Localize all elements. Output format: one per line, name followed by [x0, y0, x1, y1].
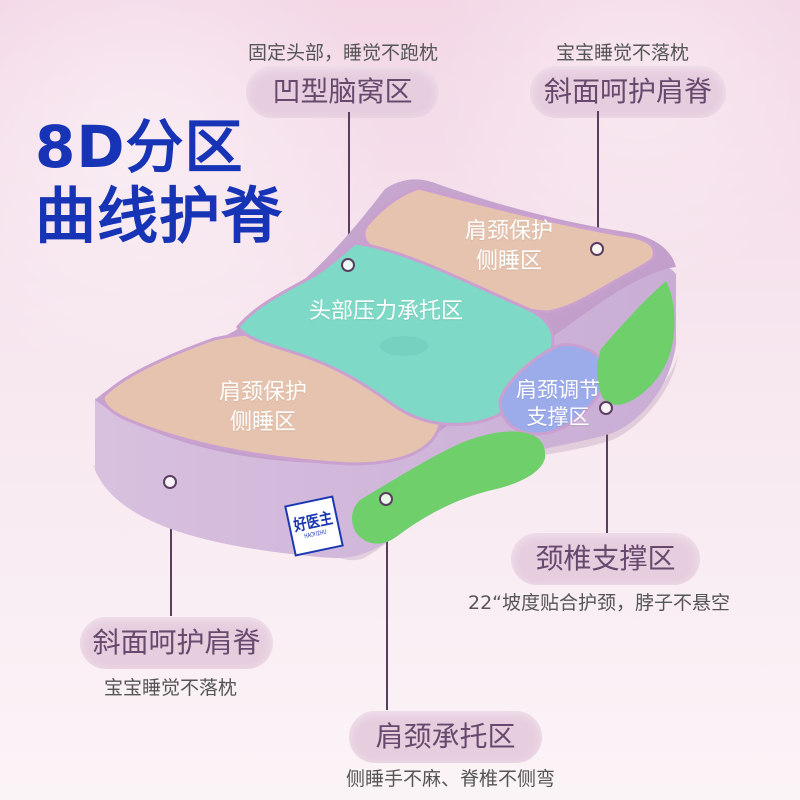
title-line-1: 8D分区	[35, 113, 244, 181]
center-zone-label: 头部压力承托区	[308, 299, 463, 324]
top-right-caption: 宝宝睡觉不落枕	[556, 42, 690, 64]
connector-top-right	[597, 111, 599, 243]
connector-right-mid	[606, 409, 608, 533]
connector-left-mid	[170, 484, 172, 616]
marker-top-left	[341, 258, 355, 272]
title-line-2: 曲线护脊	[35, 181, 284, 252]
top-right-zone-label: 肩颈保护侧睡区	[464, 219, 553, 274]
hero-title: 8D分区 曲线护脊	[35, 113, 283, 251]
top-left-caption: 固定头部，睡觉不跑枕	[248, 42, 439, 64]
pillow-body	[95, 266, 676, 558]
left-mid-pill: 斜面呵护肩脊	[80, 617, 273, 669]
marker-left-mid	[163, 475, 177, 489]
connector-top-left	[348, 112, 350, 264]
left-mid-caption: 宝宝睡觉不落枕	[104, 677, 238, 699]
bottom-caption: 侧睡手不麻、脊椎不侧弯	[346, 768, 556, 790]
marker-top-right	[590, 242, 604, 256]
top-right-pill: 斜面呵护肩脊	[530, 66, 726, 118]
bottom-pill: 肩颈承托区	[349, 711, 542, 763]
connector-bottom	[386, 501, 388, 710]
right-green-side	[597, 281, 675, 405]
left-zone-label: 肩颈保护侧睡区	[218, 380, 307, 435]
marker-right-mid	[599, 401, 613, 415]
center-teal-zone	[236, 241, 555, 426]
brand-label: 好医主 HAOYIZHU	[284, 495, 344, 557]
bottom-green-side	[352, 431, 546, 544]
center-hollow	[380, 336, 428, 356]
marker-bottom	[379, 492, 393, 506]
right-mid-caption: 22“坡度贴合护颈，脖子不悬空	[468, 592, 731, 614]
right-mid-pill: 颈椎支撑区	[511, 533, 700, 585]
top-left-pill: 凹型脑窝区	[246, 66, 439, 118]
right-zone-label: 肩颈调节支撑区	[516, 378, 600, 429]
